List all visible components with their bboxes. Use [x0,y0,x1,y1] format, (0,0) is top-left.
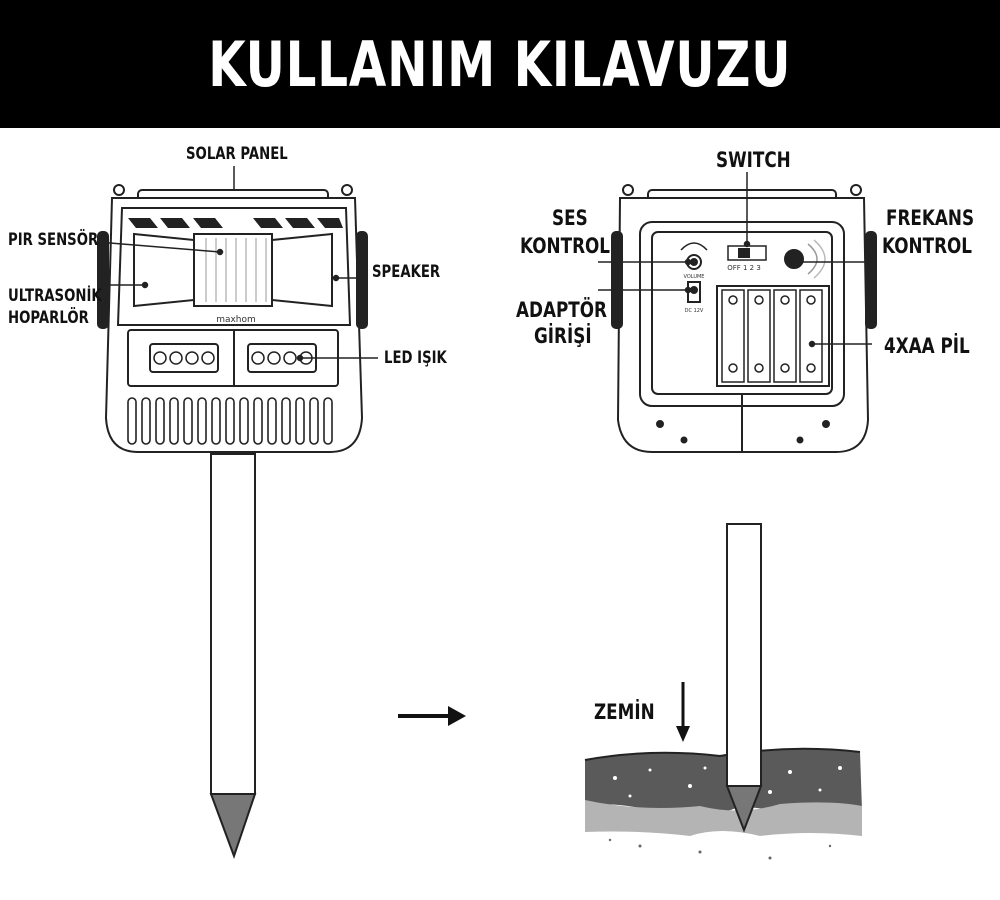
page-title: KULLANIM KILAVUZU [208,27,792,101]
label-ultrasonic-line2: HOPARLÖR [8,308,89,328]
front-stake-tip [209,793,257,859]
right-arrow-icon [398,706,466,726]
inserted-stake [726,523,762,787]
inserted-stake-tip [725,785,763,833]
dc-marking: DC 12V [685,308,704,314]
title-banner: KULLANIM KILAVUZU [0,0,1000,128]
brand-marking: maxhom [216,315,256,325]
pir-sensor [193,233,273,307]
label-led: LED IŞIK [384,348,447,368]
label-volume-line1: SES [552,206,588,230]
label-speaker: SPEAKER [372,262,441,282]
label-volume-line2: KONTROL [520,234,610,258]
down-arrow-icon [676,682,690,742]
label-frequency-line2: KONTROL [882,234,972,258]
volume-marking: VOLUME [684,274,705,280]
label-solar-panel: SOLAR PANEL [186,144,288,164]
ground-soil [584,747,862,860]
label-adapter-line2: GİRİŞİ [534,324,592,348]
side-speaker [356,231,368,329]
label-ultrasonic-line1: ULTRASONİK [8,286,102,306]
label-ground: ZEMİN [594,700,655,724]
label-frequency-line1: FREKANS [886,206,975,230]
front-stake [210,453,256,795]
label-adapter-line1: ADAPTÖR [516,298,607,322]
front-vents [128,218,343,228]
label-switch: SWITCH [716,148,791,172]
battery-slots [721,289,823,383]
led-left [149,343,219,373]
label-pir-sensor: PIR SENSÖR [8,230,99,250]
bottom-grill [127,397,333,445]
label-battery: 4XAA PİL [884,334,970,358]
switch-marking: OFF 1 2 3 [727,264,761,272]
